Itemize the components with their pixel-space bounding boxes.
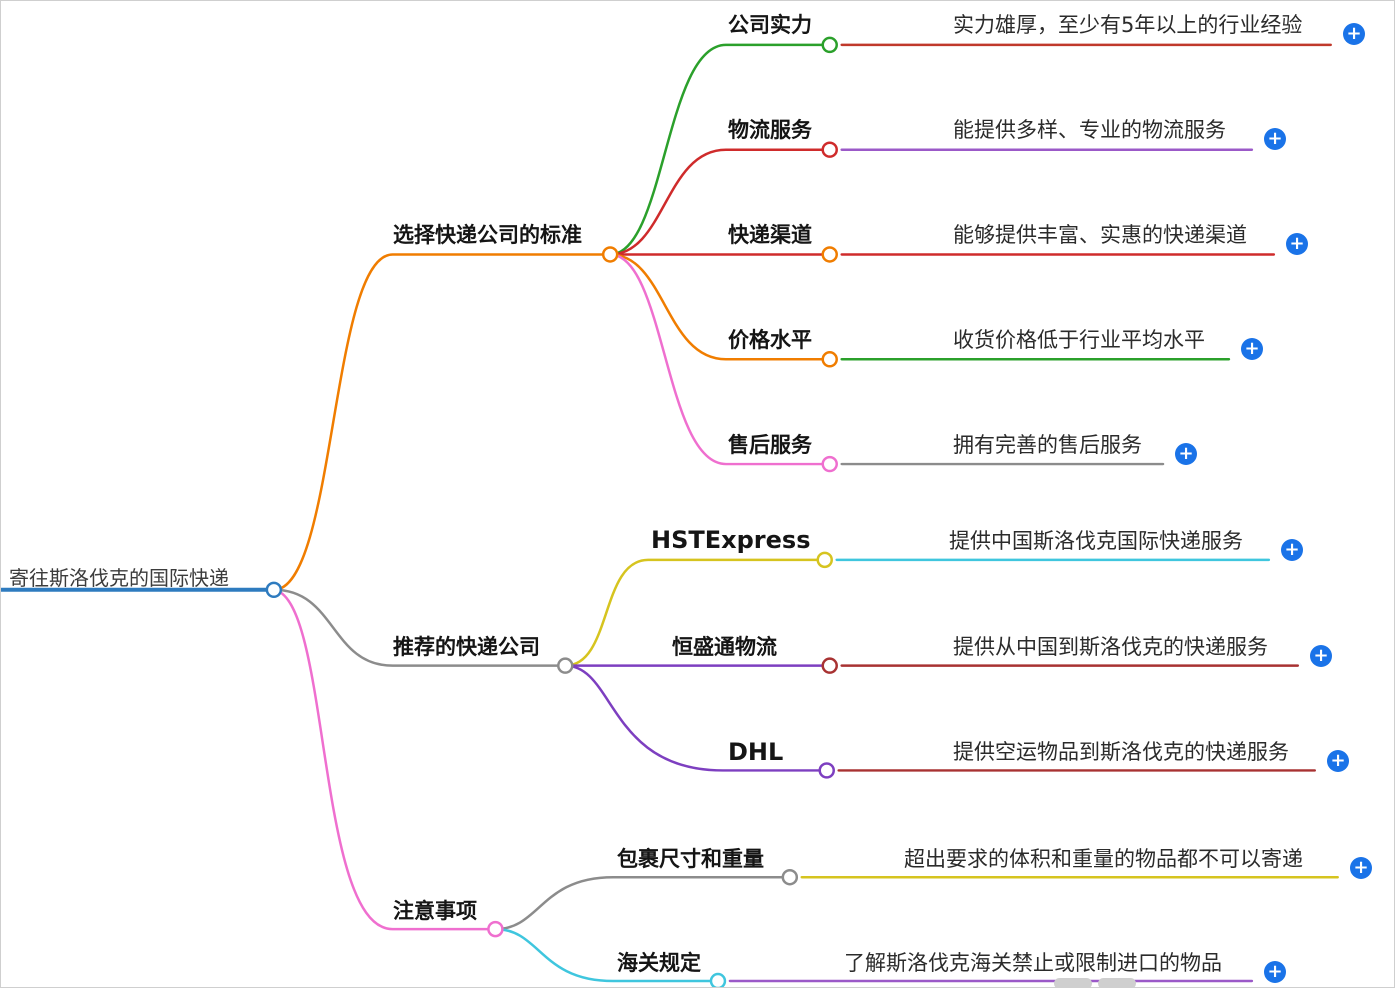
desc-express-channels[interactable]: 能够提供丰富、实惠的快递渠道 xyxy=(953,223,1247,247)
desc-company-strength[interactable]: 实力雄厚，至少有5年以上的行业经验 xyxy=(953,13,1303,37)
junction-branch-companies[interactable] xyxy=(557,657,574,674)
link-root-branch-companies xyxy=(272,588,567,667)
link-package-size-weight xyxy=(494,875,792,931)
partial-ui-chip xyxy=(1054,978,1092,987)
link-customs-rules xyxy=(494,927,720,983)
desc-customs-rules[interactable]: 了解斯洛伐克海关禁止或限制进口的物品 xyxy=(844,951,1222,975)
desc-after-sales[interactable]: 拥有完善的售后服务 xyxy=(953,433,1142,457)
junction-dhl[interactable] xyxy=(818,762,835,779)
expand-button-package-size-weight[interactable]: + xyxy=(1350,857,1372,879)
desc-logistics-service[interactable]: 能提供多样、专业的物流服务 xyxy=(953,118,1226,142)
junction-logistics-service[interactable] xyxy=(821,141,838,158)
node-package-size-weight[interactable]: 包裹尺寸和重量 xyxy=(617,847,764,871)
root-node-label[interactable]: 寄往斯洛伐克的国际快递 xyxy=(9,566,229,590)
expand-button-hstexpress[interactable]: + xyxy=(1281,539,1303,561)
desc-dhl[interactable]: 提供空运物品到斯洛伐克的快递服务 xyxy=(953,740,1289,764)
expand-button-price-level[interactable]: + xyxy=(1241,338,1263,360)
link-hstexpress xyxy=(564,558,826,667)
link-after-sales xyxy=(608,253,831,466)
node-price-level[interactable]: 价格水平 xyxy=(728,328,812,352)
node-after-sales[interactable]: 售后服务 xyxy=(728,433,812,457)
branch-companies-label[interactable]: 推荐的快递公司 xyxy=(393,635,540,659)
node-logistics-service[interactable]: 物流服务 xyxy=(728,118,812,142)
junction-express-channels[interactable] xyxy=(821,246,838,263)
link-logistics-service xyxy=(608,148,831,256)
root-junction[interactable] xyxy=(265,581,283,599)
expand-button-customs-rules[interactable]: + xyxy=(1264,961,1286,983)
link-root-branch-notes xyxy=(272,588,497,931)
expand-button-hengshengtong[interactable]: + xyxy=(1310,645,1332,667)
expand-button-dhl[interactable]: + xyxy=(1327,750,1349,772)
node-dhl[interactable]: DHL xyxy=(728,738,784,766)
branch-notes-label[interactable]: 注意事项 xyxy=(393,899,477,923)
junction-company-strength[interactable] xyxy=(821,36,838,54)
expand-button-express-channels[interactable]: + xyxy=(1286,233,1308,255)
desc-hengshengtong[interactable]: 提供从中国到斯洛伐克的快递服务 xyxy=(953,635,1268,659)
link-price-level xyxy=(608,253,831,361)
node-hstexpress[interactable]: HSTExpress xyxy=(651,526,811,554)
junction-branch-criteria[interactable] xyxy=(601,246,619,263)
link-company-strength xyxy=(608,43,831,256)
junction-package-size-weight[interactable] xyxy=(781,868,799,886)
node-express-channels[interactable]: 快递渠道 xyxy=(728,223,812,247)
junction-branch-notes[interactable] xyxy=(487,920,504,938)
node-company-strength[interactable]: 公司实力 xyxy=(728,13,812,37)
desc-package-size-weight[interactable]: 超出要求的体积和重量的物品都不可以寄递 xyxy=(904,847,1303,871)
junction-hengshengtong[interactable] xyxy=(821,657,838,674)
link-root-branch-criteria xyxy=(272,253,612,592)
partial-ui-chip xyxy=(1098,978,1136,987)
expand-button-logistics-service[interactable]: + xyxy=(1264,128,1286,150)
junction-hstexpress[interactable] xyxy=(816,551,833,569)
junction-after-sales[interactable] xyxy=(821,455,838,473)
desc-hstexpress[interactable]: 提供中国斯洛伐克国际快递服务 xyxy=(949,529,1243,553)
junction-price-level[interactable] xyxy=(821,351,838,368)
desc-price-level[interactable]: 收货价格低于行业平均水平 xyxy=(953,328,1205,352)
junction-customs-rules[interactable] xyxy=(709,972,727,987)
expand-button-after-sales[interactable]: + xyxy=(1175,443,1197,465)
branch-criteria-label[interactable]: 选择快递公司的标准 xyxy=(393,223,582,247)
link-dhl xyxy=(564,664,828,772)
node-customs-rules[interactable]: 海关规定 xyxy=(617,951,701,975)
expand-button-company-strength[interactable]: + xyxy=(1343,23,1365,45)
node-hengshengtong[interactable]: 恒盛通物流 xyxy=(672,635,777,659)
